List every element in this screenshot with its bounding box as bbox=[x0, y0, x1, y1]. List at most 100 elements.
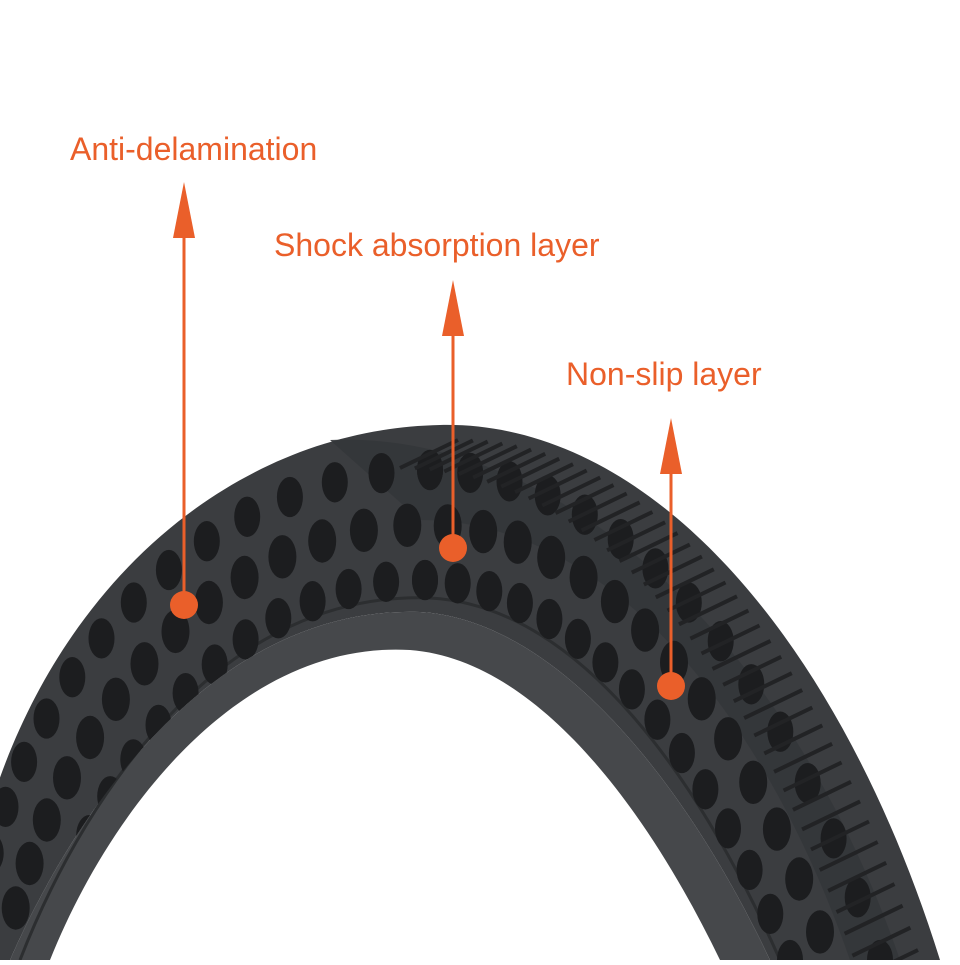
tread-groove bbox=[722, 654, 783, 687]
tread-groove bbox=[773, 741, 833, 774]
tread-groove bbox=[843, 903, 904, 936]
tread-groove bbox=[753, 705, 814, 738]
hole-mark bbox=[794, 762, 821, 804]
hole-mark bbox=[668, 732, 695, 774]
tread-groove bbox=[782, 760, 843, 793]
tread-groove bbox=[643, 554, 703, 587]
tread-groove bbox=[666, 580, 727, 613]
callout-non-slip bbox=[657, 418, 685, 700]
tire-body bbox=[0, 424, 940, 960]
hole-mark bbox=[476, 570, 503, 612]
label-non-slip-layer: Non-slip layer bbox=[566, 356, 762, 392]
tread-groove bbox=[678, 594, 738, 627]
tread-groove bbox=[606, 520, 666, 553]
tread-groove bbox=[743, 688, 804, 720]
tread-groove bbox=[486, 451, 547, 484]
hole-mark bbox=[785, 857, 814, 901]
tread-groove bbox=[810, 819, 870, 852]
hole-mark bbox=[592, 642, 619, 683]
hole-mark bbox=[234, 496, 261, 537]
hole-mark bbox=[503, 520, 532, 564]
callout-dot bbox=[657, 672, 685, 700]
callout-shock-absorption bbox=[439, 280, 467, 562]
hole-mark bbox=[844, 877, 871, 918]
hole-mark bbox=[155, 549, 182, 591]
tread-groove bbox=[457, 444, 518, 477]
hole-mark bbox=[368, 452, 395, 494]
hole-mark bbox=[101, 677, 130, 721]
hole-mark bbox=[707, 621, 734, 662]
tread-groove bbox=[763, 723, 824, 756]
hole-mark bbox=[130, 642, 159, 686]
hole-mark bbox=[393, 503, 422, 547]
arrow-up-icon bbox=[660, 418, 682, 474]
hole-mark bbox=[373, 561, 400, 602]
tread-groove bbox=[399, 438, 459, 470]
hole-mark bbox=[564, 618, 591, 660]
hole-mark bbox=[349, 508, 378, 552]
tread-pattern bbox=[399, 438, 919, 960]
hole-mark bbox=[201, 644, 228, 685]
tread-groove bbox=[428, 439, 489, 472]
hole-mark bbox=[444, 563, 471, 604]
hole-mark bbox=[120, 582, 147, 623]
hole-mark bbox=[265, 598, 292, 639]
label-shock-absorption-layer: Shock absorption layer bbox=[274, 227, 600, 263]
hole-mark bbox=[59, 657, 86, 698]
hole-mark bbox=[53, 756, 81, 800]
hole-mark bbox=[644, 699, 671, 740]
hole-mark bbox=[33, 698, 60, 739]
tread-groove bbox=[835, 882, 896, 914]
hole-mark bbox=[739, 760, 768, 804]
hole-mark bbox=[506, 582, 533, 624]
hole-mark bbox=[569, 555, 598, 600]
inner-rim-band bbox=[10, 611, 770, 960]
tread-groove bbox=[567, 491, 628, 524]
hole-mark bbox=[76, 715, 105, 760]
tread-groove bbox=[554, 483, 615, 515]
hole-mark bbox=[193, 521, 220, 562]
tread-groove bbox=[630, 542, 691, 575]
hole-mark bbox=[32, 798, 61, 842]
hole-mark bbox=[692, 769, 719, 810]
hole-mark bbox=[618, 669, 645, 710]
tread-groove bbox=[593, 510, 654, 542]
hole-mark bbox=[268, 535, 297, 579]
hole-mark bbox=[230, 555, 259, 600]
hole-mark bbox=[762, 807, 791, 851]
hole-mark bbox=[276, 476, 303, 518]
hole-mark bbox=[631, 608, 660, 652]
hole-mark bbox=[714, 717, 743, 761]
hole-mark bbox=[536, 598, 563, 640]
hole-mark bbox=[232, 619, 259, 660]
hole-mark bbox=[0, 786, 19, 828]
tread-groove bbox=[527, 468, 588, 501]
hole-mark bbox=[1, 886, 30, 930]
hole-mark bbox=[537, 535, 566, 580]
callout-dot bbox=[439, 534, 467, 562]
tread-groove bbox=[541, 475, 602, 508]
hole-mark bbox=[11, 741, 38, 783]
hole-mark bbox=[335, 568, 362, 610]
hole-mark bbox=[715, 808, 741, 849]
hole-mark bbox=[757, 893, 784, 935]
hole-mark bbox=[469, 509, 498, 554]
hole-mark bbox=[806, 910, 834, 954]
tread-groove bbox=[700, 623, 761, 656]
hole-mark bbox=[308, 519, 337, 563]
tread-groove bbox=[732, 671, 793, 704]
tread-groove bbox=[618, 531, 679, 563]
tread-groove bbox=[514, 462, 574, 495]
tread-groove bbox=[827, 860, 888, 893]
tread-groove bbox=[654, 567, 715, 600]
hole-mark bbox=[321, 462, 348, 503]
hole-mark bbox=[88, 618, 115, 659]
hole-mark bbox=[299, 581, 326, 622]
tread-groove bbox=[711, 639, 772, 671]
tread-groove bbox=[580, 500, 641, 533]
arrow-up-icon bbox=[173, 182, 195, 238]
hole-mark bbox=[15, 841, 44, 886]
hole-mark bbox=[736, 849, 763, 891]
